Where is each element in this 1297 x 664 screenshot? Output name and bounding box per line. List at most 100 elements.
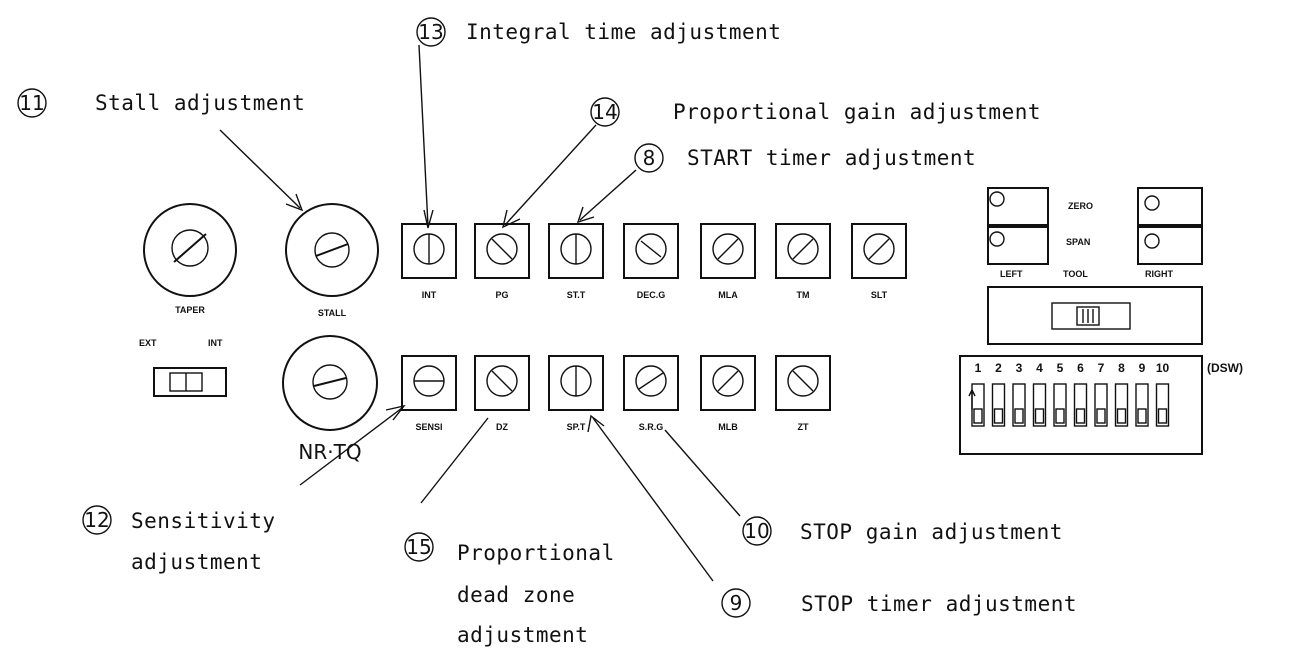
trimmer-spt-box — [548, 355, 604, 411]
trimmer-srg[interactable]: S.R.G — [623, 355, 679, 432]
knob-taper-label: TAPER — [175, 305, 205, 315]
trimmer-mla-label: MLA — [718, 290, 738, 300]
slide-switch-housing — [987, 286, 1203, 345]
knob-taper-dial — [171, 229, 209, 267]
zero-span-panel: ZERO SPAN LEFT TOOL RIGHT — [987, 187, 1203, 279]
switch-int-label: INT — [208, 338, 223, 348]
leader-14-arrow — [501, 209, 521, 229]
knob-nr-tq-dial — [312, 364, 348, 400]
right-zero-screw — [1144, 195, 1160, 211]
knob-nr-tq-label: NR·TQ — [298, 440, 361, 464]
trimmer-stt[interactable]: ST.T — [548, 223, 604, 300]
trimmer-decg-box — [623, 223, 679, 279]
left-span-pot[interactable] — [987, 226, 1049, 265]
callout-9-circle — [721, 588, 751, 618]
callout-11-circle — [17, 88, 47, 118]
left-zero-pot[interactable] — [987, 187, 1049, 226]
dip-lever-7[interactable] — [1094, 383, 1108, 427]
callout-14-circle — [590, 97, 620, 127]
dip-number-5: 5 — [1057, 361, 1064, 375]
callout-15-circle — [404, 532, 434, 562]
trimmer-pg[interactable]: PG — [474, 223, 530, 300]
dip-number-2: 2 — [995, 361, 1002, 375]
switch-housing — [153, 367, 227, 397]
trimmer-zt-label: ZT — [798, 422, 809, 432]
left-span-screw — [989, 231, 1005, 247]
trimmer-pg-slot — [491, 238, 513, 260]
leader-13 — [418, 44, 429, 227]
dip-knob-4 — [1034, 408, 1045, 424]
trimmer-slt[interactable]: SLT — [851, 223, 907, 300]
dip-knob-8 — [1116, 408, 1127, 424]
leader-10 — [664, 429, 741, 517]
leader-lines-bottom — [299, 404, 741, 582]
knob-nr-tq[interactable]: NR·TQ — [282, 335, 378, 464]
trimmer-tm-label: TM — [797, 290, 810, 300]
trimmer-int[interactable]: INT — [401, 223, 457, 300]
trimmer-mla[interactable]: MLA — [700, 223, 756, 300]
knob-taper[interactable]: TAPER — [143, 203, 237, 315]
callout-10-number: 10 — [744, 519, 769, 543]
trimmer-dz[interactable]: DZ — [474, 355, 530, 432]
trimmer-pg-box — [474, 223, 530, 279]
dip-lever-6[interactable] — [1073, 383, 1088, 427]
ext-int-switch[interactable]: EXT INT — [139, 338, 227, 397]
knob-stall-label: STALL — [318, 308, 347, 318]
trimmer-decg-dial — [635, 233, 667, 265]
callout-15: 15 Proportional dead zone adjustment — [404, 532, 614, 647]
right-span-pot[interactable] — [1137, 226, 1203, 265]
knob-stall[interactable]: STALL — [285, 203, 379, 318]
trimmer-zt-dial — [787, 365, 819, 397]
knob-stall-dial — [314, 232, 350, 268]
trimmer-sensi[interactable]: SENSI — [401, 355, 457, 432]
dip-lever-9[interactable] — [1135, 383, 1149, 427]
leader-14 — [504, 124, 597, 226]
dip-knob-6 — [1075, 408, 1086, 424]
callout-12-circle — [82, 505, 112, 535]
callout-14-number: 14 — [592, 100, 617, 124]
left-label: LEFT — [1000, 269, 1023, 279]
right-span-box — [1137, 226, 1203, 265]
dip-lever-5[interactable] — [1053, 383, 1067, 427]
trimmer-spt[interactable]: SP.T — [548, 355, 604, 432]
callout-8: 8 START timer adjustment — [634, 143, 976, 173]
dip-lever-3[interactable] — [1012, 383, 1026, 427]
leader-8-arrow — [576, 206, 595, 224]
callout-12-number: 12 — [84, 508, 109, 532]
leader-9-arrow — [587, 414, 605, 433]
dip-lever-8[interactable] — [1114, 383, 1129, 427]
slide-switch[interactable] — [987, 286, 1203, 345]
dip-number-8: 8 — [1118, 361, 1125, 375]
dip-lever-10[interactable] — [1155, 383, 1170, 427]
slide-switch-knob — [1076, 306, 1100, 326]
trimmer-sensi-box — [401, 355, 457, 411]
right-zero-pot[interactable] — [1137, 187, 1203, 226]
dip-lever-2[interactable] — [991, 383, 1006, 427]
knob-stall-body — [285, 203, 379, 297]
dip-lever-1[interactable] — [971, 383, 985, 427]
trimmer-tm[interactable]: TM — [775, 223, 831, 300]
trimmer-decg[interactable]: DEC.G — [623, 223, 679, 300]
leader-lines-top — [219, 44, 637, 229]
callout-14: 14 Proportional gain adjustment — [590, 97, 1041, 127]
switch-ext-label: EXT — [139, 338, 157, 348]
trimmer-pg-dial — [486, 233, 518, 265]
callout-10: 10 STOP gain adjustment — [742, 516, 1062, 546]
trimmer-zt[interactable]: ZT — [775, 355, 831, 432]
callout-11-text: Stall adjustment — [95, 91, 305, 115]
dip-lever-4[interactable] — [1032, 383, 1047, 427]
trimmer-dz-slot — [491, 370, 513, 392]
trimmer-mlb[interactable]: MLB — [700, 355, 756, 432]
tool-label: TOOL — [1063, 269, 1088, 279]
trimmer-dz-box — [474, 355, 530, 411]
callout-12-line1: Sensitivity — [131, 509, 276, 533]
knob-taper-pointer — [173, 233, 207, 263]
knob-taper-body — [143, 203, 237, 297]
trimmer-dz-dial — [486, 365, 518, 397]
leader-11-arrow — [285, 193, 304, 212]
callout-12-line2: adjustment — [131, 550, 262, 574]
leader-13-arrow — [423, 209, 434, 229]
trimmer-slt-slot — [868, 238, 890, 260]
trimmer-spt-label: SP.T — [567, 422, 586, 432]
